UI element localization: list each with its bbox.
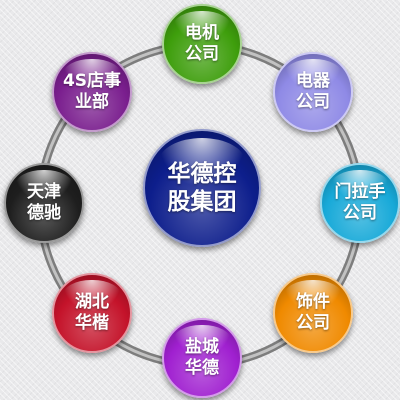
center-node-label: 华德控 股集团 bbox=[168, 160, 237, 216]
node-4s-shop[interactable]: 4S店事 业部 bbox=[52, 52, 132, 132]
node-dianji[interactable]: 电机 公司 bbox=[162, 4, 242, 84]
node-tianjin-label: 天津 德驰 bbox=[27, 182, 61, 223]
node-shijian-label: 饰件 公司 bbox=[296, 292, 330, 333]
node-dianji-label: 电机 公司 bbox=[185, 23, 219, 64]
node-yancheng-label: 盐城 华德 bbox=[185, 337, 219, 378]
node-dianqi-label: 电器 公司 bbox=[296, 71, 330, 112]
node-shijian[interactable]: 饰件 公司 bbox=[273, 273, 353, 353]
node-tianjin[interactable]: 天津 德驰 bbox=[4, 163, 84, 243]
node-4s-shop-label: 4S店事 业部 bbox=[62, 71, 122, 112]
node-hubei-label: 湖北 华楷 bbox=[75, 292, 109, 333]
node-menlashou[interactable]: 门拉手 公司 bbox=[320, 163, 400, 243]
center-node-line-2: 股集团 bbox=[167, 189, 237, 215]
center-node-line-1: 华德控 bbox=[167, 161, 237, 187]
node-hubei[interactable]: 湖北 华楷 bbox=[52, 273, 132, 353]
node-yancheng[interactable]: 盐城 华德 bbox=[162, 318, 242, 398]
node-dianqi[interactable]: 电器 公司 bbox=[273, 52, 353, 132]
node-menlashou-label: 门拉手 公司 bbox=[334, 182, 386, 223]
center-node-huade-group[interactable]: 华德控 股集团 bbox=[143, 129, 261, 247]
